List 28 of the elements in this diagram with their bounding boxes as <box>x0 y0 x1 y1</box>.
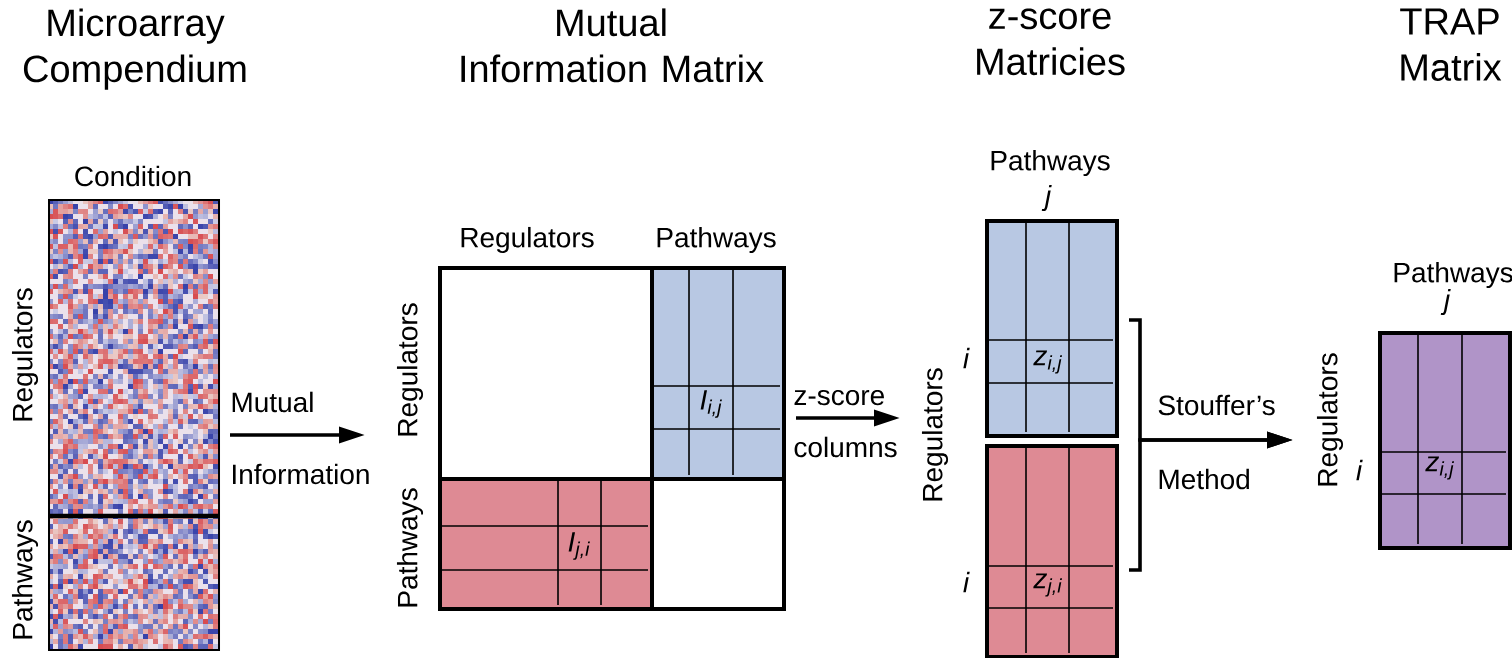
axis-label: Pathways <box>1394 261 1512 289</box>
edge-label: Stouffer’s Method <box>1158 394 1275 490</box>
cell-label: z$_{i,j}$ <box>1425 456 1454 480</box>
axis-label: Pathways <box>991 149 1110 177</box>
column-title: z-score Matricies <box>977 8 1125 76</box>
axis-label: Pathways <box>396 488 424 607</box>
edge-label: z-score columns <box>794 389 897 458</box>
index-label: i <box>1356 459 1363 481</box>
axis-label: Pathways <box>11 520 39 639</box>
axis-label: Regulators <box>11 288 39 421</box>
axis-label: Regulators <box>1316 353 1344 486</box>
axis-label: Regulators <box>396 303 424 436</box>
axis-label: Pathways <box>657 226 776 254</box>
cell-label: I$_{j,i}$ <box>568 532 590 560</box>
axis-label: Regulators <box>461 226 594 254</box>
index-label: j <box>1440 288 1451 316</box>
axis-label: Condition <box>75 165 191 187</box>
cell-label: z$_{j,i}$ <box>1033 573 1063 597</box>
matrix-title: Microarray Compendium <box>23 8 246 90</box>
edge-label: Mutual Information <box>232 391 369 485</box>
index-label: i <box>963 347 970 369</box>
matrix-title: Mutual Information Matrix <box>461 8 764 83</box>
axis-label: Regulators <box>921 368 949 501</box>
index-label: i <box>963 571 970 593</box>
index-label: j <box>1041 184 1052 212</box>
matrix-title: TRAP Matrix <box>1400 8 1502 81</box>
cell-label: I$_{i,j}$ <box>700 390 722 418</box>
cell-label: z$_{i,j}$ <box>1033 350 1063 374</box>
